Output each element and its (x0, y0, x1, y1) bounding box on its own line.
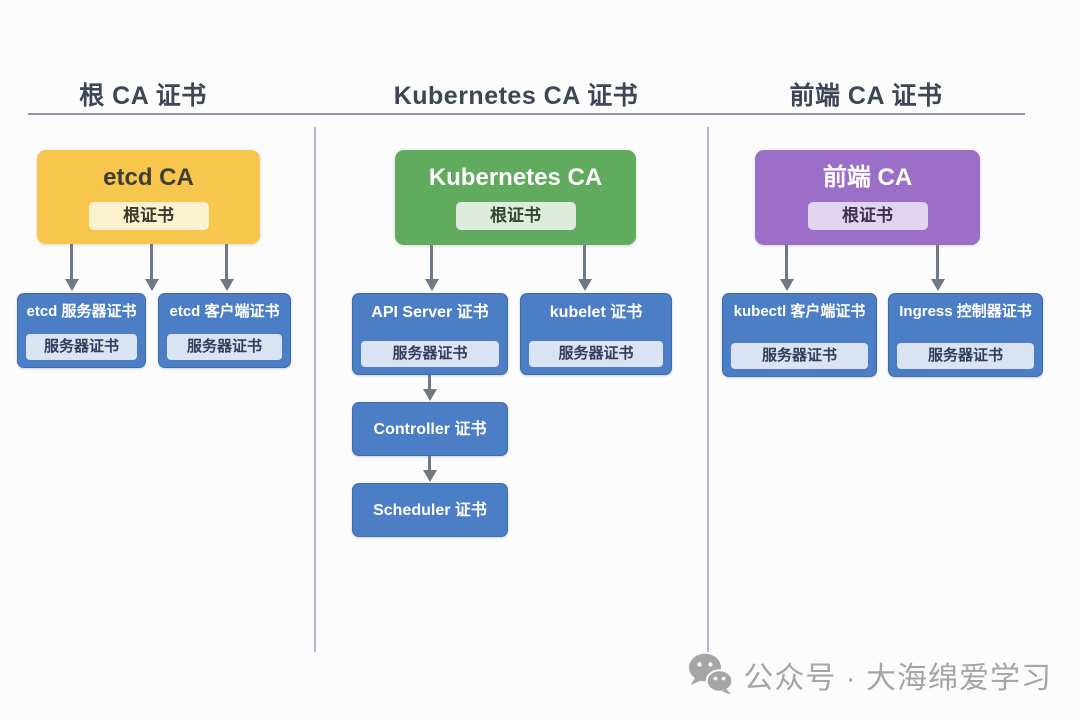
column-divider-right (707, 127, 709, 652)
arrow-down (583, 245, 586, 279)
kubernetes-ca-root-badge: 根证书 (455, 202, 576, 230)
watermark: 公众号 · 大海绵爱学习 (687, 652, 1052, 697)
scheduler-cert-title: Scheduler 证书 (373, 502, 487, 520)
header-underline (28, 113, 1025, 115)
arrow-down (785, 245, 788, 279)
etcd-ca-root-badge: 根证书 (88, 202, 209, 230)
kubelet-cert-box: kubelet 证书 服务器证书 (520, 293, 672, 375)
arrow-down (150, 244, 153, 279)
controller-cert-box: Controller 证书 (352, 402, 508, 456)
watermark-text: 公众号 · 大海绵爱学习 (743, 661, 1052, 695)
ingress-controller-cert-box: Ingress 控制器证书 服务器证书 (888, 293, 1043, 377)
etcd-server-cert-box: etcd 服务器证书 服务器证书 (17, 293, 146, 368)
column-divider-left (314, 127, 316, 652)
arrow-down (428, 456, 431, 470)
arrow-down (430, 245, 433, 279)
etcd-client-cert-box: etcd 客户端证书 服务器证书 (158, 293, 291, 368)
api-server-cert-title: API Server 证书 (371, 304, 489, 321)
ingress-controller-cert-badge: 服务器证书 (897, 343, 1034, 369)
frontend-ca-box: 前端 CA 根证书 (755, 150, 980, 245)
arrow-down (70, 244, 73, 279)
arrow-down (428, 375, 431, 389)
kubernetes-ca-box: Kubernetes CA 根证书 (395, 150, 636, 245)
etcd-server-cert-title: etcd 服务器证书 (26, 303, 137, 320)
controller-cert-title: Controller 证书 (373, 421, 487, 439)
api-server-cert-badge: 服务器证书 (361, 341, 499, 367)
etcd-ca-box: etcd CA 根证书 (37, 150, 260, 244)
kubelet-cert-badge: 服务器证书 (529, 341, 663, 367)
kubectl-client-cert-badge: 服务器证书 (731, 343, 868, 369)
etcd-ca-title: etcd CA (103, 164, 194, 191)
scheduler-cert-box: Scheduler 证书 (352, 483, 508, 537)
kubelet-cert-title: kubelet 证书 (549, 304, 643, 321)
etcd-client-cert-badge: 服务器证书 (167, 334, 282, 360)
kubectl-client-cert-title: kubectl 客户端证书 (733, 303, 866, 320)
frontend-ca-title: 前端 CA (822, 164, 913, 191)
column-header-frontend-ca: 前端 CA 证书 (789, 82, 943, 110)
column-header-kubernetes-ca: Kubernetes CA 证书 (393, 82, 639, 110)
ingress-controller-cert-title: Ingress 控制器证书 (899, 303, 1032, 320)
arrow-down (225, 244, 228, 279)
column-header-root-ca: 根 CA 证书 (79, 82, 207, 110)
etcd-server-cert-badge: 服务器证书 (26, 334, 137, 360)
api-server-cert-box: API Server 证书 服务器证书 (352, 293, 508, 375)
kubectl-client-cert-box: kubectl 客户端证书 服务器证书 (722, 293, 877, 377)
frontend-ca-root-badge: 根证书 (807, 202, 928, 230)
kubernetes-ca-title: Kubernetes CA (428, 164, 603, 191)
etcd-client-cert-title: etcd 客户端证书 (169, 303, 280, 320)
wechat-icon (687, 652, 734, 697)
arrow-down (936, 245, 939, 279)
